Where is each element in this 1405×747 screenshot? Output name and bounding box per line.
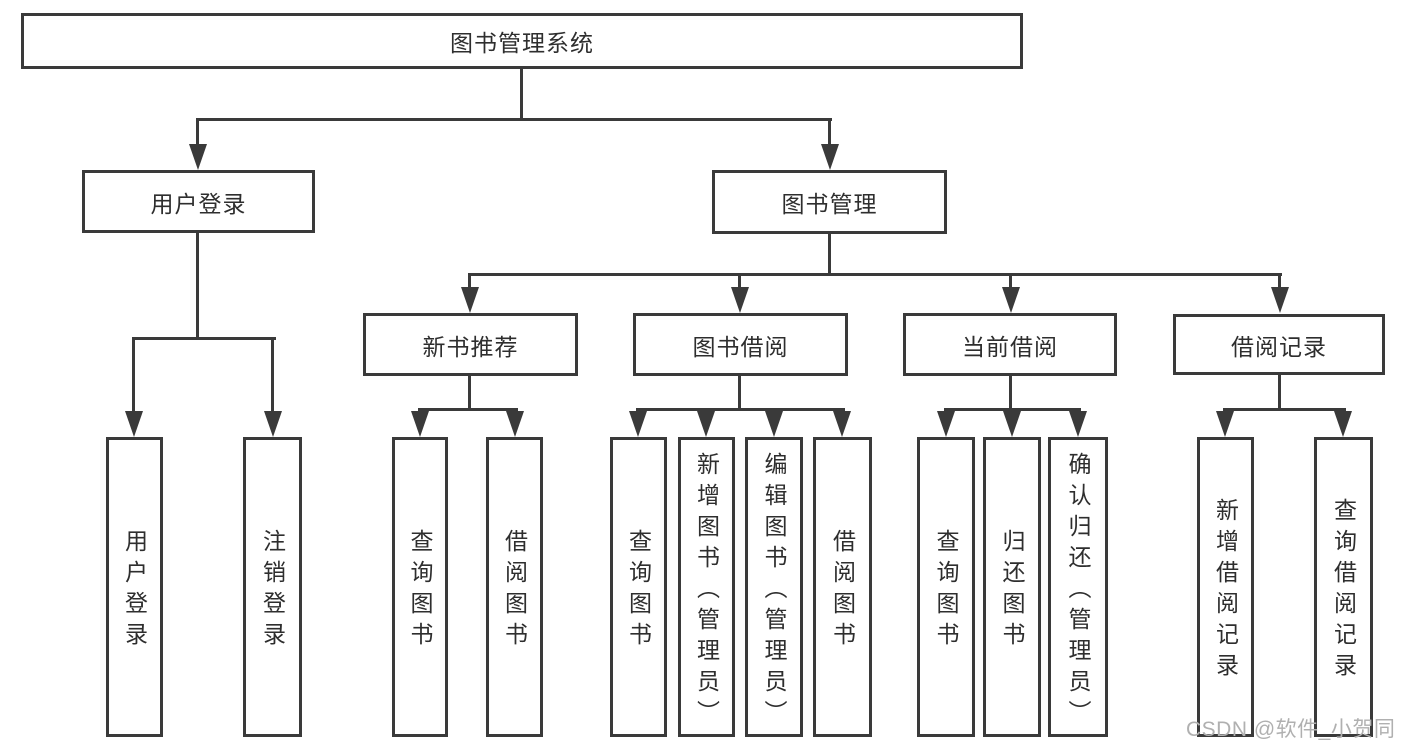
node-root-system-label: 图书管理系统 [450,30,594,56]
arrowhead-down-icon [1002,287,1020,313]
node-new-book-recommend: 新书推荐 [363,313,578,376]
arrowhead-down-icon [264,411,282,437]
leaf-confirm-return-admin: 确认归还（管理员） [1048,437,1108,737]
csdn-watermark: CSDN @软件_小贺同学 [1186,718,1396,741]
node-current-borrowing-label: 当前借阅 [962,333,1058,360]
connector-line [1278,374,1281,410]
arrowhead-down-icon [697,411,715,437]
arrowhead-down-icon [629,411,647,437]
leaf-borrow-books-label: 借阅图书 [829,529,856,653]
leaf-user-login: 用户登录 [106,437,163,737]
arrowhead-down-icon [765,411,783,437]
leaf-query-books-borrowing: 查询图书 [610,437,667,737]
connector-line [828,233,831,276]
node-borrowing-records-label: 借阅记录 [1231,333,1327,360]
leaf-return-books: 归还图书 [983,437,1041,737]
connector-line [468,273,471,291]
arrowhead-down-icon [1216,411,1234,437]
connector-line [1278,273,1281,291]
connector-line [738,273,741,291]
connector-line [520,69,523,119]
arrowhead-down-icon [1334,411,1352,437]
arrowhead-down-icon [833,411,851,437]
leaf-query-borrow-record: 查询借阅记录 [1314,437,1373,737]
arrowhead-down-icon [125,411,143,437]
connector-line [132,337,135,417]
node-book-management-branch: 图书管理 [712,170,947,234]
leaf-return-books-label: 归还图书 [999,529,1025,653]
connector-line [468,273,1282,276]
leaf-query-books-current-label: 查询图书 [933,529,959,653]
arrowhead-down-icon [461,287,479,313]
connector-line [636,408,845,411]
arrowhead-down-icon [411,411,429,437]
leaf-query-borrow-record-label: 查询借阅记录 [1330,498,1357,684]
connector-line [418,408,518,411]
leaf-add-books-admin: 新增图书（管理员） [678,437,735,737]
arrowhead-down-icon [821,144,839,170]
node-borrowing-records: 借阅记录 [1173,314,1385,375]
connector-line [468,375,471,410]
arrowhead-down-icon [937,411,955,437]
arrowhead-down-icon [189,144,207,170]
node-book-borrowing: 图书借阅 [633,313,848,376]
leaf-query-books-recommend-label: 查询图书 [407,529,433,653]
leaf-borrow-books-recommend-label: 借阅图书 [501,529,528,653]
leaf-confirm-return-admin-label: 确认归还（管理员） [1065,451,1091,731]
arrowhead-down-icon [1003,411,1021,437]
connector-line [944,408,1081,411]
leaf-borrow-books: 借阅图书 [813,437,872,737]
node-user-login-branch-label: 用户登录 [150,190,247,217]
node-book-borrowing-label: 图书借阅 [692,333,789,360]
leaf-add-borrow-record-label: 新增借阅记录 [1212,498,1239,684]
connector-line [738,375,741,410]
node-book-management-branch-label: 图书管理 [781,191,878,217]
leaf-query-books-borrowing-label: 查询图书 [625,529,652,653]
connector-line [132,337,276,340]
connector-line [196,232,199,339]
connector-line [196,118,832,121]
node-current-borrowing: 当前借阅 [903,313,1117,376]
node-new-book-recommend-label: 新书推荐 [422,333,519,360]
connector-line [1009,273,1012,291]
connector-line [196,118,199,150]
connector-line [1009,375,1012,410]
leaf-add-borrow-record: 新增借阅记录 [1197,437,1254,737]
leaf-query-books-current: 查询图书 [917,437,975,737]
arrowhead-down-icon [1271,287,1289,313]
arrowhead-down-icon [1069,411,1087,437]
leaf-user-login-label: 用户登录 [121,529,148,653]
node-user-login-branch: 用户登录 [82,170,315,233]
leaf-edit-books-admin-label: 编辑图书（管理员） [761,451,787,731]
connector-line [271,337,274,417]
node-root-system: 图书管理系统 [21,13,1023,69]
arrowhead-down-icon [506,411,524,437]
leaf-add-books-admin-label: 新增图书（管理员） [693,451,720,731]
arrowhead-down-icon [731,287,749,313]
connector-line [828,118,831,150]
leaf-edit-books-admin: 编辑图书（管理员） [745,437,803,737]
leaf-logout-label: 注销登录 [259,529,286,653]
leaf-borrow-books-recommend: 借阅图书 [486,437,543,737]
leaf-logout: 注销登录 [243,437,302,737]
leaf-query-books-recommend: 查询图书 [392,437,448,737]
connector-line [1223,408,1346,411]
